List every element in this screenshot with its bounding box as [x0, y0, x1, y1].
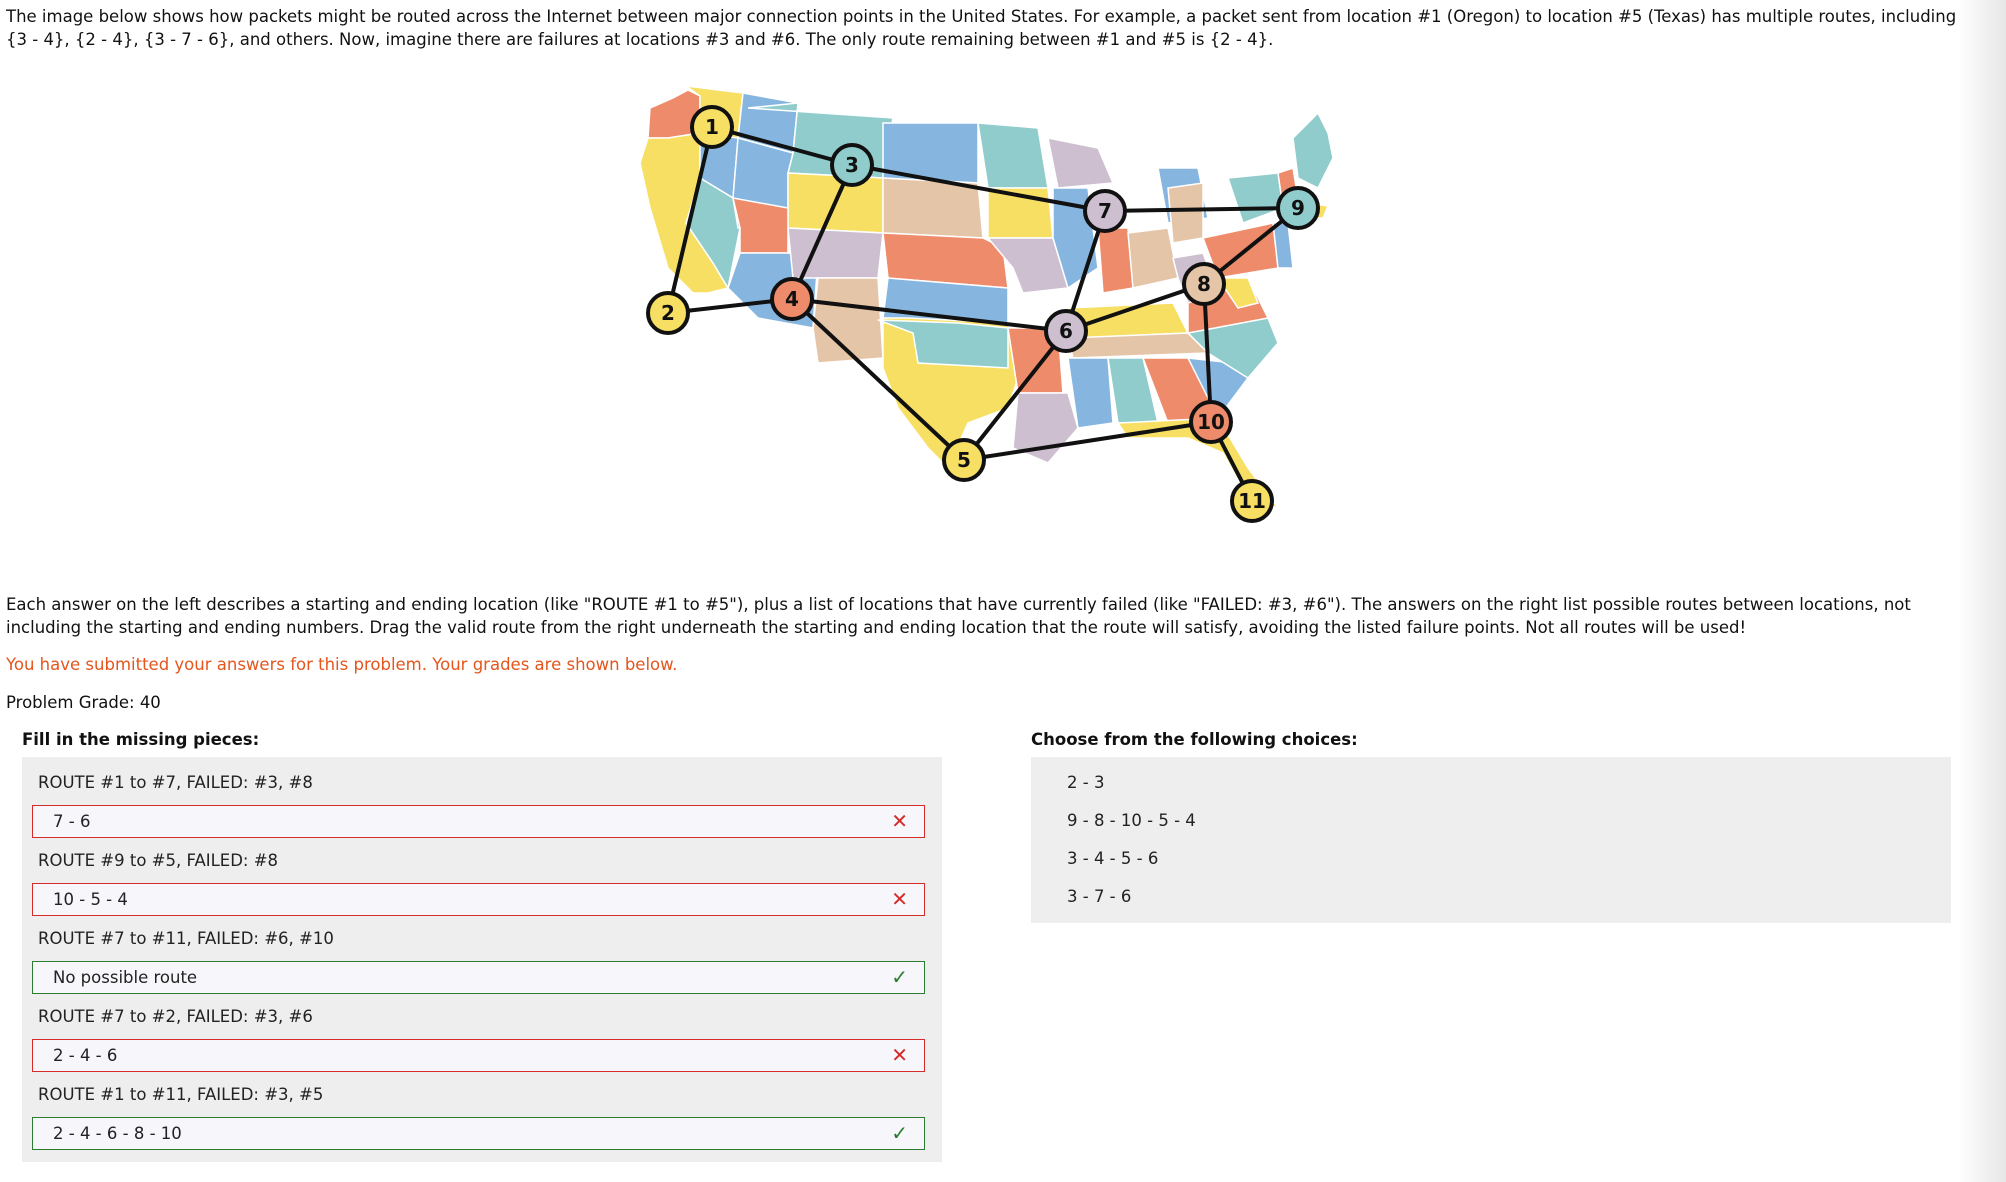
node-label: 1 — [705, 115, 719, 139]
node-label: 10 — [1197, 410, 1225, 434]
node-circle — [770, 277, 814, 321]
edge-4-6 — [790, 297, 1068, 333]
node-4: 4 — [770, 277, 814, 321]
states-layer — [639, 85, 1334, 510]
question-label: ROUTE #1 to #11, FAILED: #3, #5 — [38, 1085, 324, 1104]
answer-text: 2 - 4 - 6 - 8 - 10 — [53, 1124, 182, 1143]
node-2: 2 — [646, 291, 690, 335]
choices-panel: 2 - 3 9 - 8 - 10 - 5 - 4 3 - 4 - 5 - 6 3… — [1031, 757, 1951, 923]
choices-heading: Choose from the following choices: — [1031, 730, 1358, 749]
answer-text: 10 - 5 - 4 — [53, 890, 128, 909]
node-9: 9 — [1276, 186, 1320, 230]
node-circle — [1083, 189, 1127, 233]
node-3: 3 — [830, 143, 874, 187]
node-8: 8 — [1182, 262, 1226, 306]
node-label: 9 — [1291, 196, 1305, 220]
node-label: 3 — [845, 153, 859, 177]
node-circle — [1189, 400, 1233, 444]
us-network-map: 1 2 3 4 5 6 7 8 9 10 11 — [628, 78, 1398, 568]
answer-text: 7 - 6 — [53, 812, 91, 831]
incorrect-icon: ✕ — [891, 887, 908, 911]
node-label: 4 — [785, 287, 799, 311]
question-label: ROUTE #1 to #7, FAILED: #3, #8 — [38, 773, 313, 792]
choice-item[interactable]: 9 - 8 - 10 - 5 - 4 — [1067, 811, 1196, 830]
node-label: 7 — [1098, 199, 1112, 223]
map-svg: 1 2 3 4 5 6 7 8 9 10 11 — [639, 85, 1334, 523]
answer-text: 2 - 4 - 6 — [53, 1046, 118, 1065]
edge-5-10 — [962, 420, 1213, 462]
correct-icon: ✓ — [891, 1121, 908, 1145]
instructions-paragraph: Each answer on the left describes a star… — [6, 595, 1911, 637]
answer-dropzone[interactable]: 2 - 4 - 6 - 8 - 10 ✓ — [32, 1117, 925, 1150]
answer-text: No possible route — [53, 968, 198, 987]
choice-item[interactable]: 2 - 3 — [1067, 773, 1105, 792]
incorrect-icon: ✕ — [891, 1043, 908, 1067]
node-label: 11 — [1238, 489, 1266, 513]
scroll-shadow — [1958, 0, 2006, 1182]
question-label: ROUTE #7 to #11, FAILED: #6, #10 — [38, 929, 334, 948]
edge-8-10 — [1202, 282, 1213, 424]
node-circle — [690, 105, 734, 149]
edge-3-7 — [850, 163, 1107, 213]
node-label: 5 — [957, 448, 971, 472]
submission-notice: You have submitted your answers for this… — [6, 655, 678, 674]
answer-dropzone[interactable]: 2 - 4 - 6 ✕ — [32, 1039, 925, 1072]
edge-1-3 — [710, 125, 854, 167]
node-5: 5 — [942, 438, 986, 482]
edge-7-9 — [1103, 206, 1300, 213]
answer-dropzone[interactable]: 10 - 5 - 4 ✕ — [32, 883, 925, 916]
edge-3-4 — [790, 163, 854, 301]
edge-6-8 — [1064, 282, 1206, 333]
node-circle — [830, 143, 874, 187]
choice-item[interactable]: 3 - 4 - 5 - 6 — [1067, 849, 1159, 868]
intro-paragraph: The image below shows how packets might … — [6, 7, 1957, 49]
node-circle — [1044, 309, 1088, 353]
problem-grade: Problem Grade: 40 — [6, 693, 161, 712]
answer-targets-panel: ROUTE #1 to #7, FAILED: #3, #8 7 - 6 ✕ R… — [22, 757, 942, 1162]
question-label: ROUTE #9 to #5, FAILED: #8 — [38, 851, 279, 870]
node-10: 10 — [1189, 400, 1233, 444]
network-nodes: 1 2 3 4 5 6 7 8 9 10 11 — [646, 105, 1320, 523]
node-1: 1 — [690, 105, 734, 149]
node-circle — [1276, 186, 1320, 230]
answer-dropzone[interactable]: No possible route ✓ — [32, 961, 925, 994]
node-circle — [1230, 479, 1274, 523]
question-label: ROUTE #7 to #2, FAILED: #3, #6 — [38, 1007, 313, 1026]
node-7: 7 — [1083, 189, 1127, 233]
edge-5-6 — [962, 329, 1068, 462]
node-6: 6 — [1044, 309, 1088, 353]
node-11: 11 — [1230, 479, 1274, 523]
node-circle — [646, 291, 690, 335]
edge-1-2 — [666, 125, 714, 315]
node-label: 8 — [1197, 272, 1211, 296]
edge-4-5 — [790, 297, 966, 462]
node-label: 6 — [1059, 319, 1073, 343]
fill-heading: Fill in the missing pieces: — [22, 730, 260, 749]
correct-icon: ✓ — [891, 965, 908, 989]
node-circle — [942, 438, 986, 482]
node-label: 2 — [661, 301, 675, 325]
incorrect-icon: ✕ — [891, 809, 908, 833]
answer-dropzone[interactable]: 7 - 6 ✕ — [32, 805, 925, 838]
choice-item[interactable]: 3 - 7 - 6 — [1067, 887, 1132, 906]
node-circle — [1182, 262, 1226, 306]
